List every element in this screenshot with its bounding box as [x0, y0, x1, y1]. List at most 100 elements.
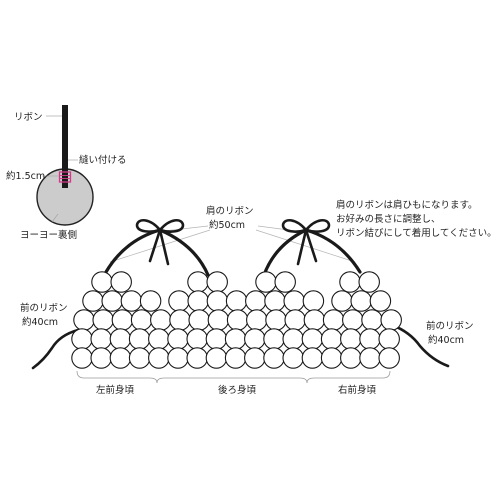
yoyo-circle [73, 309, 95, 331]
yoyo-circle [263, 328, 285, 350]
yoyo-circle [186, 347, 208, 369]
left-bow-tail-2 [158, 228, 170, 266]
yoyo-circle [331, 290, 353, 312]
note-line-3: リボン結びにして着用してください。 [336, 227, 497, 239]
yoyo-circle [205, 347, 228, 369]
yoyo-circle [244, 328, 266, 350]
yoyo-circle [109, 347, 132, 369]
detail-ribbon [62, 105, 68, 188]
yoyo-circle [101, 290, 123, 312]
yoyo-circle [206, 271, 228, 293]
yoyo-circle [130, 309, 153, 331]
yoyo-circle [90, 347, 112, 369]
yoyo-circle [188, 309, 210, 331]
yoyo-circle [207, 309, 230, 331]
section-left-front: 左前身頃 [96, 384, 135, 396]
sew-mark [58, 171, 72, 183]
right-bow-loop-1 [281, 219, 308, 233]
yoyo-circle [263, 347, 285, 369]
yoyo-circle [283, 290, 305, 312]
section-right-front: 右前身頃 [338, 384, 377, 396]
right-strap-inner [262, 228, 308, 277]
yoyo-circle [120, 290, 143, 312]
left-bow-tail-1 [148, 228, 162, 263]
yoyo-circle [378, 347, 400, 369]
yoyo-circle [358, 271, 380, 293]
left-strap-inner [158, 228, 210, 277]
yoyo-circle [301, 328, 324, 350]
yoyo-circle [302, 290, 325, 312]
yoyo-circle [187, 271, 209, 293]
right-bow-tail-1 [296, 228, 308, 266]
section-back: 後ろ身頃 [218, 384, 257, 396]
front-ribbon-left-length: 約40cm [22, 316, 58, 328]
yoyo-circle [128, 328, 151, 350]
yoyo-circle [186, 328, 208, 350]
ribbons [31, 219, 450, 370]
size-label: 約1.5cm [6, 170, 45, 182]
yoyo-circle [245, 290, 267, 312]
left-bow-loop-1 [135, 219, 162, 233]
yoyo-circle [224, 347, 247, 369]
front-ribbon-left-label: 前のリボン [20, 302, 68, 314]
yoyo-circle [342, 309, 364, 331]
yoyo-circle [206, 290, 229, 312]
yoyo-circle [320, 347, 343, 369]
yoyo-grid [71, 271, 402, 369]
yoyo-circle [224, 328, 247, 350]
right-bow-loop-2 [304, 219, 331, 233]
yoyo-circle [71, 328, 93, 350]
front-ribbon-right [390, 323, 450, 368]
front-ribbon-right-label: 前のリボン [426, 320, 474, 332]
yoyo-circle [187, 290, 209, 312]
yoyo-circle [150, 309, 172, 331]
yoyo-circle [359, 328, 381, 350]
yoyo-circle [340, 328, 362, 350]
yoyo-circle [111, 309, 134, 331]
yoyo-circle [282, 328, 304, 350]
yoyo-circle [128, 347, 151, 369]
section-brackets [76, 370, 391, 384]
yoyo-circle [359, 347, 381, 369]
yoyo-circle [167, 328, 189, 350]
yoyo-circle [255, 271, 277, 293]
left-bow-loop-2 [158, 219, 185, 233]
yoyo-circle [225, 290, 248, 312]
yoyo-circle [380, 309, 402, 331]
yoyo-circle [139, 290, 162, 312]
yoyo-circle [322, 309, 345, 331]
yoyo-circle [244, 347, 266, 369]
yoyo-circle [71, 347, 93, 369]
yoyo-circle [90, 328, 112, 350]
yoyo-circle [369, 290, 392, 312]
yoyo-circle [246, 309, 268, 331]
yoyo-circle [340, 347, 362, 369]
yoyo-circle [301, 347, 324, 369]
yoyo-circle [226, 309, 249, 331]
note-line-1: 肩のリボンは肩ひもになります。 [336, 199, 478, 211]
yoyo-circle [350, 290, 372, 312]
front-ribbon-right-length: 約40cm [428, 334, 464, 346]
note-line-2: お好みの長さに調整し、 [336, 213, 441, 225]
yoyo-detail: リボン 縫い付ける 約1.5cm ヨーヨー裏側 [6, 105, 127, 241]
shoulder-ribbon-label: 肩のリボン [206, 205, 254, 217]
yoyo-circle [91, 271, 113, 293]
yoyo-circle [205, 328, 228, 350]
yoyo-circle [92, 309, 114, 331]
yoyo-circle [378, 328, 400, 350]
yoyo-circle [303, 309, 326, 331]
ribbon-label: リボン [14, 112, 43, 123]
yoyo-circle [284, 309, 306, 331]
yoyo-circle [168, 290, 190, 312]
yoyo-circle [265, 309, 287, 331]
front-ribbon-left [31, 328, 80, 370]
yoyo-circle [282, 347, 304, 369]
yoyo-circle [82, 290, 104, 312]
yoyo-circle [339, 271, 361, 293]
yoyo-circle [148, 328, 170, 350]
yoyo-circle [167, 347, 189, 369]
yoyo-circle [148, 347, 170, 369]
sew-label: 縫い付ける [79, 154, 127, 166]
yoyo-circle [264, 290, 286, 312]
